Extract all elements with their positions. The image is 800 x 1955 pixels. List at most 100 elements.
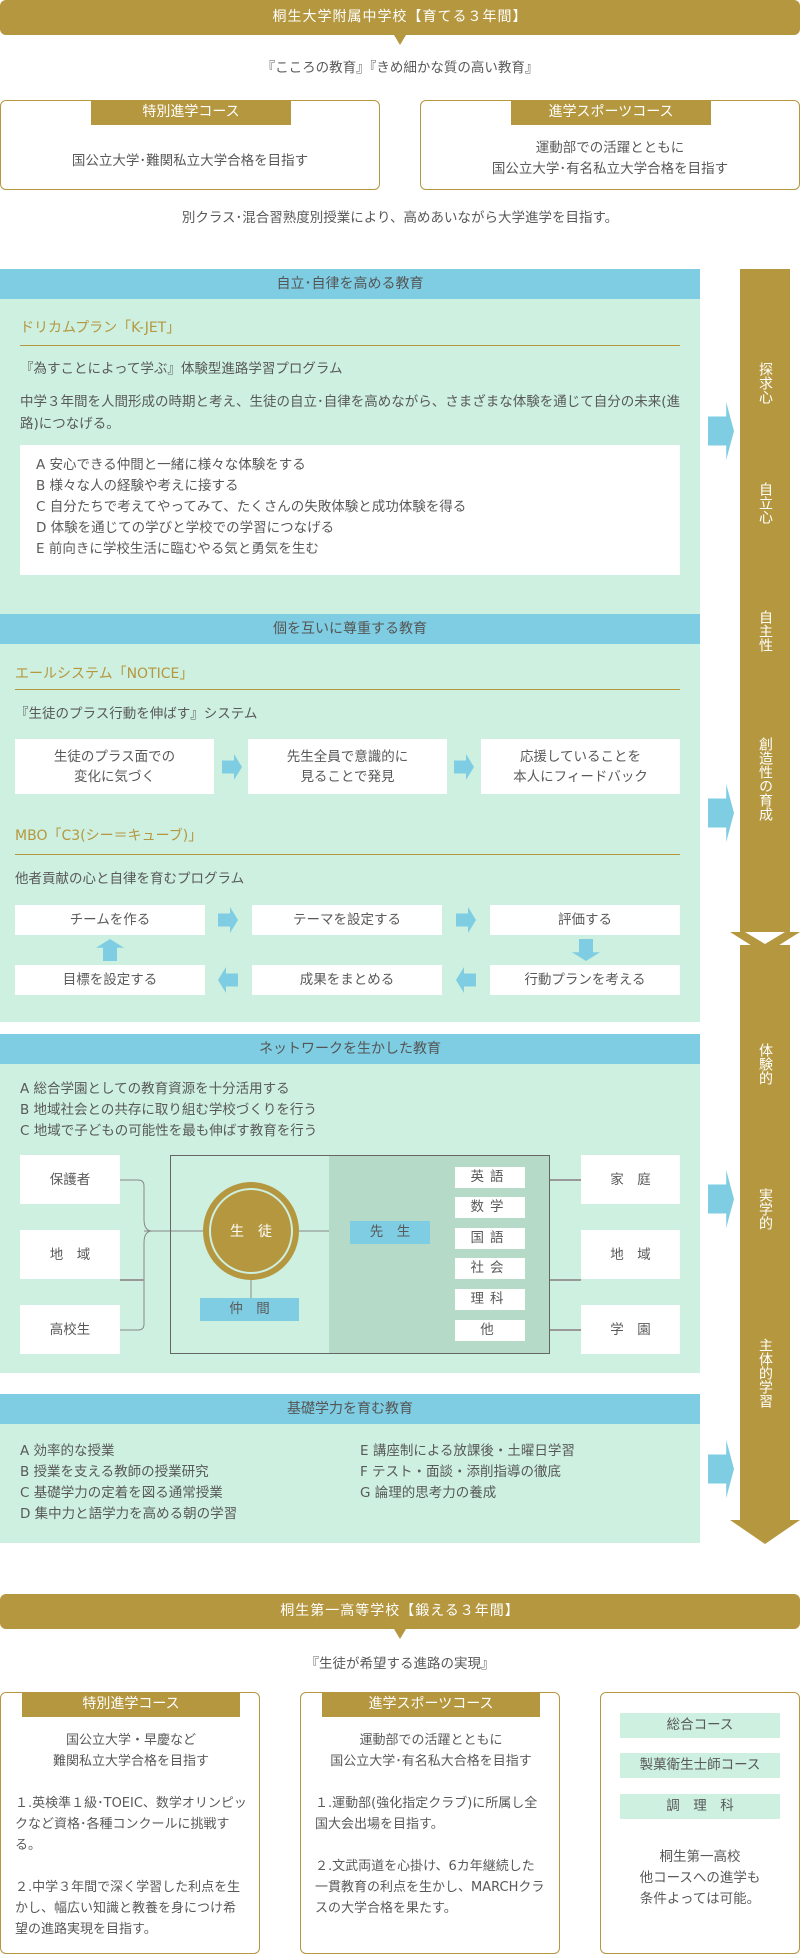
goal-item: C 地域で子どもの可能性を最も伸ばす教育を行う bbox=[20, 1123, 318, 1139]
course-label: 進学スポーツコース bbox=[511, 100, 711, 125]
partner-box: 保護者 bbox=[20, 1155, 120, 1204]
partner-box: 地 域 bbox=[581, 1230, 680, 1279]
arrow-right-icon bbox=[708, 1440, 734, 1498]
partner-box: 高校生 bbox=[20, 1305, 120, 1354]
course-body: 国公立大学・早慶など 難関私立大学合格を目指す １.英検準１級･TOEIC、数学… bbox=[15, 1730, 247, 1940]
subject-box: 社会 bbox=[455, 1258, 525, 1279]
subject-box: 数学 bbox=[455, 1197, 525, 1218]
arrow-right-icon bbox=[218, 907, 238, 933]
course-label: 特別進学コース bbox=[22, 1692, 240, 1717]
arrow-down-icon bbox=[572, 939, 600, 961]
course-text: 運動部での活躍とともに 国公立大学･有名私立大学合格を目指す bbox=[421, 138, 799, 180]
banner-pointer bbox=[394, 35, 406, 45]
section-header: 自立･自律を高める教育 bbox=[0, 269, 700, 299]
cycle-step: 目標を設定する bbox=[15, 965, 205, 995]
bar-label: 探求心 bbox=[757, 362, 773, 404]
cycle-step: チームを作る bbox=[15, 905, 205, 935]
arrow-right-icon bbox=[708, 402, 734, 460]
goal-item: B 様々な人の経験や考えに接する bbox=[36, 478, 239, 494]
banner-pointer bbox=[394, 1629, 406, 1639]
flow-text: 生徒のプラス面での bbox=[53, 748, 176, 765]
note-line: 他コースへの進学も bbox=[639, 1870, 761, 1886]
flow-step: 先生全員で意識的に見ることで発見 bbox=[248, 739, 447, 794]
note-line: 桐生第一高校 bbox=[659, 1849, 741, 1865]
arrow-right-icon bbox=[708, 1170, 734, 1228]
note-line: 条件よっては可能。 bbox=[639, 1891, 761, 1907]
goal-item: C 自分たちで考えてやってみて、たくさんの失敗体験と成功体験を得る bbox=[36, 499, 467, 515]
bar-label: 自立心 bbox=[757, 482, 773, 524]
subject-box: 英語 bbox=[455, 1167, 525, 1188]
section-basics: 基礎学力を育む教育 A 効率的な授業 B 授業を支える教師の授業研究 C 基礎学… bbox=[0, 1394, 700, 1543]
divider bbox=[15, 689, 680, 690]
arrow-right-icon bbox=[708, 784, 734, 842]
basics-item: G 論理的思考力の養成 bbox=[360, 1485, 497, 1501]
bar-label: 自主性 bbox=[757, 610, 773, 652]
section-independence: 自立･自律を高める教育 ドリカムプラン「K-JET」 『為すことによって学ぶ』体… bbox=[0, 269, 700, 673]
teacher-box: 先 生 bbox=[350, 1221, 430, 1244]
network-goals: A 総合学園としての教育資源を十分活用する B 地域社会との共存に取り組む学校づ… bbox=[20, 1079, 317, 1142]
cycle-step: 評価する bbox=[490, 905, 680, 935]
course-point: １.英検準１級･TOEIC、数学オリンピックなど資格･各種コンクールに挑戦する。 bbox=[15, 1796, 247, 1853]
subject-box: 理科 bbox=[455, 1289, 525, 1310]
program-subtitle: 他者貢献の心と自律を育むプログラム bbox=[15, 871, 245, 887]
basics-item: E 講座制による放課後・土曜日学習 bbox=[360, 1443, 575, 1459]
progress-bar-1 bbox=[740, 269, 790, 932]
junior-tagline: 『こころの教育』『きめ細かな質の高い教育』 bbox=[261, 60, 539, 76]
bar-label: 主体的学習 bbox=[757, 1338, 773, 1408]
cycle-step: 成果をまとめる bbox=[252, 965, 442, 995]
arrow-left-icon bbox=[218, 967, 238, 993]
basics-item: F テスト・面談・添削指導の徹底 bbox=[360, 1464, 562, 1480]
goal-item: A 総合学園としての教育資源を十分活用する bbox=[20, 1081, 290, 1097]
basics-item: C 基礎学力の定着を図る通常授業 bbox=[20, 1485, 223, 1501]
program-title: ドリカムプラン「K-JET」 bbox=[20, 320, 181, 336]
course-lead: 難関私立大学合格を目指す bbox=[52, 1754, 209, 1769]
course-box-sports: 進学スポーツコース 運動部での活躍とともに 国公立大学･有名私立大学合格を目指す bbox=[420, 100, 800, 190]
course-lead: 国公立大学・早慶など bbox=[65, 1733, 196, 1748]
course-point: ２.中学３年間で深く学習した利点を生かし、幅広い知識と教養を身につけ希望の進路実… bbox=[15, 1880, 241, 1937]
junior-summary: 別クラス･混合習熟度別授業により、高めあいながら大学進学を目指す。 bbox=[181, 210, 619, 226]
bar-label: 実学的 bbox=[757, 1188, 773, 1230]
course-pill: 製菓衛生士師コース bbox=[620, 1753, 780, 1778]
senior-tagline: 『生徒が希望する進路の実現』 bbox=[305, 1656, 495, 1672]
subject-box: 国語 bbox=[455, 1228, 525, 1249]
course-box-sports: 進学スポーツコース 運動部での活躍とともに 国公立大学･有名私大合格を目指す １… bbox=[300, 1692, 560, 1954]
section-header: ネットワークを生かした教育 bbox=[0, 1034, 700, 1064]
other-note: 桐生第一高校 他コースへの進学も 条件よっては可能。 bbox=[600, 1847, 800, 1910]
course-text-line: 国公立大学･有名私立大学合格を目指す bbox=[491, 161, 729, 177]
flow-text: 先生全員で意識的に bbox=[286, 748, 409, 765]
course-box-special: 特別進学コース 国公立大学･難関私立大学合格を目指す bbox=[0, 100, 380, 190]
program-subtitle: 『為すことによって学ぶ』体験型進路学習プログラム bbox=[20, 361, 343, 377]
divider bbox=[20, 345, 680, 346]
course-pill: 総合コース bbox=[620, 1713, 780, 1738]
goal-item: B 地域社会との共存に取り組む学校づくりを行う bbox=[20, 1102, 317, 1118]
course-label: 進学スポーツコース bbox=[322, 1692, 540, 1717]
cycle-step: テーマを設定する bbox=[252, 905, 442, 935]
course-box-special: 特別進学コース 国公立大学・早慶など 難関私立大学合格を目指す １.英検準１級･… bbox=[0, 1692, 260, 1954]
partner-box: 学 園 bbox=[581, 1305, 680, 1354]
senior-banner: 桐生第一高等学校【鍛える３年間】 bbox=[0, 1594, 800, 1629]
course-point: ２.文武両道を心掛け、6カ年継続した一貫教育の利点を生かし、MARCHクラスの大… bbox=[315, 1859, 545, 1916]
arrow-right-icon bbox=[456, 907, 476, 933]
goal-item: D 体験を通じての学びと学校での学習につなげる bbox=[36, 520, 335, 536]
section-respect: 個を互いに尊重する教育 エールシステム「NOTICE」 『生徒のプラス行動を伸ば… bbox=[0, 614, 700, 1022]
course-point: １.運動部(強化指定クラブ)に所属し全国大会出場を目指す。 bbox=[315, 1796, 538, 1832]
student-label: 生 徒 bbox=[209, 1188, 293, 1274]
course-pill: 調 理 科 bbox=[620, 1794, 780, 1819]
goals-box: A 安心できる仲間と一緒に様々な体験をする B 様々な人の経験や考えに接する C… bbox=[20, 445, 680, 575]
peers-box: 仲 間 bbox=[200, 1298, 299, 1321]
program-title: エールシステム「NOTICE」 bbox=[15, 666, 194, 682]
course-body: 運動部での活躍とともに 国公立大学･有名私大合格を目指す １.運動部(強化指定ク… bbox=[315, 1730, 547, 1919]
flow-text: 本人にフィードバック bbox=[513, 768, 648, 785]
student-circle: 生 徒 bbox=[203, 1182, 299, 1280]
basics-item: A 効率的な授業 bbox=[20, 1443, 115, 1459]
flow-step: 応援していることを本人にフィードバック bbox=[481, 739, 680, 794]
basics-right: E 講座制による放課後・土曜日学習 F テスト・面談・添削指導の徹底 G 論理的… bbox=[360, 1441, 575, 1504]
course-lead: 国公立大学･有名私大合格を目指す bbox=[330, 1754, 532, 1769]
goal-item: E 前向きに学校生活に臨むやる気と勇気を生む bbox=[36, 541, 319, 557]
arrow-down-icon bbox=[730, 1520, 800, 1544]
section-network: ネットワークを生かした教育 A 総合学園としての教育資源を十分活用する B 地域… bbox=[0, 1034, 700, 1373]
course-text: 国公立大学･難関私立大学合格を目指す bbox=[71, 153, 309, 169]
basics-left: A 効率的な授業 B 授業を支える教師の授業研究 C 基礎学力の定着を図る通常授… bbox=[20, 1441, 237, 1525]
flow-step: 生徒のプラス面での変化に気づく bbox=[15, 739, 214, 794]
arrow-left-icon bbox=[456, 967, 476, 993]
